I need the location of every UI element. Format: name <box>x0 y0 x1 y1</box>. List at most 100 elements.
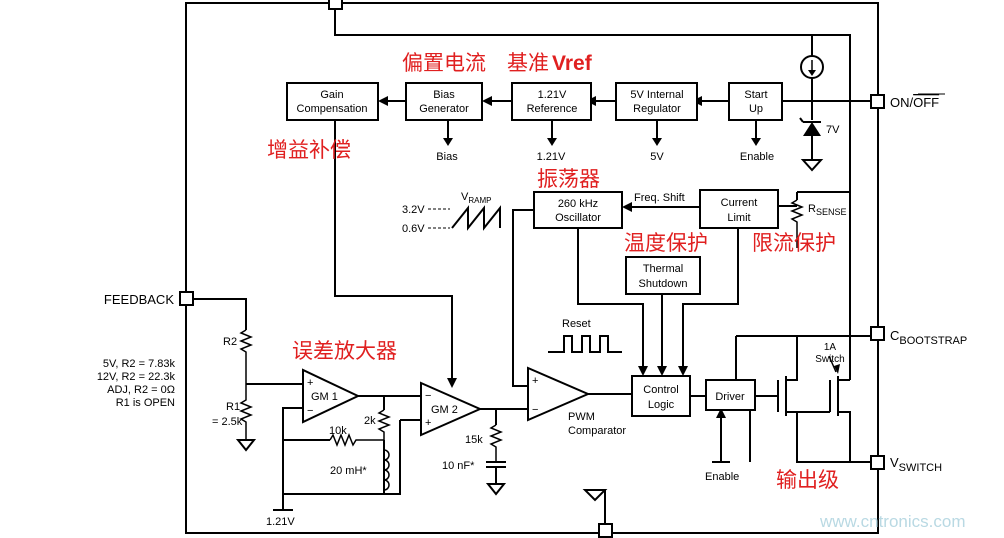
current-limit-line1: Current <box>721 197 758 209</box>
ground-icon-c <box>485 483 507 496</box>
output-bias: Bias <box>436 151 458 163</box>
pwm-comparator <box>527 366 591 422</box>
annotation-output-stage: 输出级 <box>776 468 839 492</box>
pin-switch-label: VSWITCH <box>890 455 942 474</box>
feedback-table-3: ADJ, R2 = 0Ω <box>107 384 175 396</box>
r10k-resistor <box>329 432 384 448</box>
thermal-shutdown-block <box>625 256 701 295</box>
reference-line2: Reference <box>527 103 578 115</box>
v06-label: 0.6V <box>402 223 425 235</box>
r10k-label: 10k <box>329 425 347 437</box>
annotation-reference: 基准 <box>507 51 549 75</box>
c10n-label: 10 nF* <box>442 460 475 472</box>
gm2-plus: + <box>425 417 431 429</box>
ramp-waveform <box>451 205 501 231</box>
pin-switch[interactable] <box>870 455 885 470</box>
thermal-line2: Shutdown <box>639 278 688 290</box>
annotation-vref: Vref <box>552 52 593 75</box>
watermark: www.cntronics.com <box>819 512 965 531</box>
control-logic-line2: Logic <box>648 399 675 411</box>
bias-gen-line2: Generator <box>419 103 469 115</box>
annotation-oscillator: 振荡器 <box>537 167 600 191</box>
annotation-error-amp: 误差放大器 <box>292 339 397 363</box>
pin-on-off[interactable] <box>870 94 885 109</box>
startup-block <box>728 82 783 121</box>
oscillator-line2: Oscillator <box>555 212 601 224</box>
annotation-thermal: 温度保护 <box>624 231 708 255</box>
control-logic-block <box>631 375 691 417</box>
driver-block <box>705 379 756 411</box>
gain-comp-line2: Compensation <box>297 103 368 115</box>
pin-feedback[interactable] <box>179 291 194 306</box>
gm1-minus: − <box>307 405 313 417</box>
zener-diode-icon <box>803 122 821 136</box>
rsense-label: RSENSE <box>808 203 846 217</box>
r15k-label: 15k <box>465 434 483 446</box>
ground-icon-bottom <box>582 489 608 502</box>
r15k-resistor <box>488 424 504 462</box>
gm2-minus: − <box>425 390 431 402</box>
feedback-table-4: R1 is OPEN <box>116 397 175 409</box>
enable-bottom-label: Enable <box>705 471 739 483</box>
pin-top <box>328 0 343 10</box>
reference-block <box>511 82 592 121</box>
reset-waveform <box>548 335 622 353</box>
gm2-amplifier <box>420 381 483 437</box>
startup-line2: Up <box>749 103 763 115</box>
r1-resistor <box>238 384 254 440</box>
oscillator-block <box>533 191 623 229</box>
gm1-amplifier <box>302 368 361 424</box>
r1-label-2: = 2.5k <box>212 416 243 428</box>
control-logic-line1: Control <box>643 384 678 396</box>
reference-line1: 1.21V <box>538 89 567 101</box>
driver-label: Driver <box>715 391 745 403</box>
bias-generator-block <box>405 82 483 121</box>
ground-icon-r1 <box>235 439 257 452</box>
gm2-label: GM 2 <box>431 404 458 416</box>
chip-outline <box>185 2 879 534</box>
feedback-table-2: 12V, R2 = 22.3k <box>97 371 176 383</box>
bias-gen-line1: Bias <box>433 89 455 101</box>
feedback-table-1: 5V, R2 = 7.83k <box>103 358 176 370</box>
pin-bootstrap-label: CBOOTSTRAP <box>890 328 967 347</box>
switch-label-2: Switch <box>815 354 844 365</box>
zener-label: 7V <box>826 124 840 136</box>
pin-on-off-label: ON/OFF <box>890 95 939 110</box>
reset-label: Reset <box>562 318 591 330</box>
pin-ground[interactable] <box>598 523 613 538</box>
output-ref: 1.21V <box>537 151 566 163</box>
pin-bootstrap[interactable] <box>870 326 885 341</box>
gm1-label: GM 1 <box>311 391 338 403</box>
regulator-line1: 5V Internal <box>630 89 683 101</box>
r2k-resistor <box>376 409 392 440</box>
pwm-label-2: Comparator <box>568 425 626 437</box>
r2k-label: 2k <box>364 415 376 427</box>
annotation-gain-comp: 增益补偿 <box>267 138 351 162</box>
switch-label-1: 1A <box>824 342 837 353</box>
regulator-line2: Regulator <box>633 103 681 115</box>
pwm-plus: + <box>532 375 538 387</box>
annotation-current-limit: 限流保护 <box>752 231 836 255</box>
ground-icon <box>800 159 824 172</box>
r1-label-1: R1 <box>226 401 240 413</box>
annotation-bias-current: 偏置电流 <box>402 51 486 75</box>
rsense-resistor <box>789 199 805 248</box>
current-limit-block <box>699 189 779 229</box>
pwm-minus: − <box>532 404 538 416</box>
v32-label: 3.2V <box>402 204 425 216</box>
v121-bottom-label: 1.21V <box>266 516 295 528</box>
oscillator-line1: 260 kHz <box>558 198 598 210</box>
r2-resistor <box>238 329 254 384</box>
startup-line1: Start <box>744 89 767 101</box>
r2-label: R2 <box>223 336 237 348</box>
output-enable: Enable <box>740 151 774 163</box>
current-limit-line2: Limit <box>727 212 750 224</box>
pin-feedback-label: FEEDBACK <box>104 292 174 307</box>
vramp-label: VRAMP <box>461 191 491 205</box>
output-5v: 5V <box>650 151 664 163</box>
gm1-plus: + <box>307 377 313 389</box>
regulator-block <box>615 82 698 121</box>
l20-label: 20 mH* <box>330 465 367 477</box>
pwm-label-1: PWM <box>568 411 595 423</box>
